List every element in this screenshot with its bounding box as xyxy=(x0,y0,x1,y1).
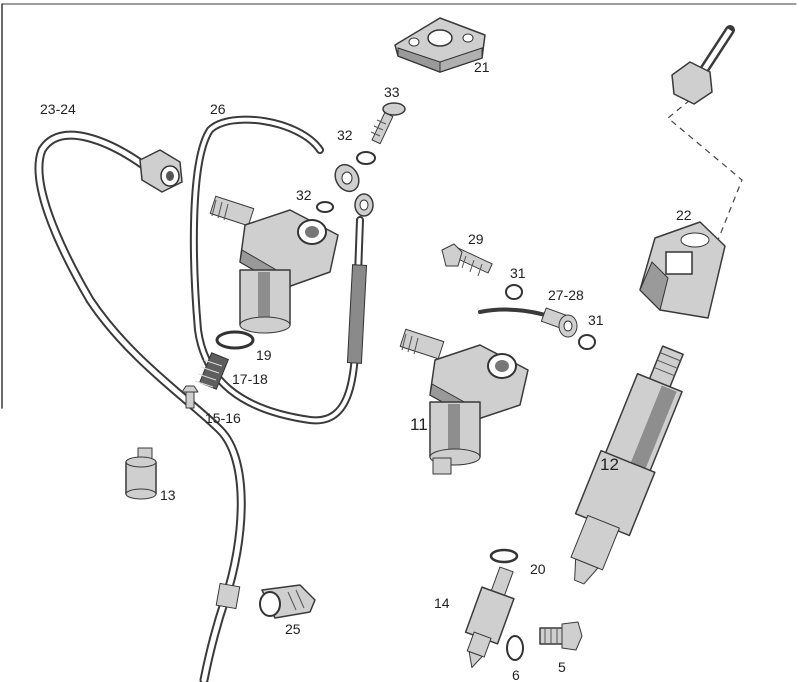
nozzle-holder-13 xyxy=(125,447,157,500)
banjo-27-28 xyxy=(540,307,578,338)
flange-21 xyxy=(394,17,486,73)
label-25: 25 xyxy=(285,621,301,637)
clamp-25 xyxy=(259,584,316,619)
label-19: 19 xyxy=(256,347,272,363)
washer-20 xyxy=(489,548,519,564)
washer-31-b xyxy=(578,334,596,350)
pump-element-upper xyxy=(209,195,339,334)
label-32-top: 32 xyxy=(337,127,353,143)
label-5: 5 xyxy=(558,659,566,675)
label-23-24: 23-24 xyxy=(40,101,76,117)
label-29: 29 xyxy=(468,231,484,247)
hollow-bolt-33 xyxy=(370,102,406,145)
injector-12 xyxy=(570,345,684,585)
banjo-fitting-top xyxy=(334,163,360,193)
label-11: 11 xyxy=(410,415,428,434)
pipe-sleeve xyxy=(215,582,241,610)
nozzle-14 xyxy=(464,566,515,669)
braided-hose xyxy=(346,264,368,364)
seal-ring-19 xyxy=(215,330,255,350)
label-27-28: 27-28 xyxy=(548,287,584,303)
label-17-18: 17-18 xyxy=(232,371,268,387)
washer-32-mid xyxy=(316,201,334,213)
washer-32-top xyxy=(356,151,376,165)
label-20: 20 xyxy=(530,561,546,577)
bolt-29 xyxy=(441,243,493,277)
label-33: 33 xyxy=(384,84,400,100)
washer-31-a xyxy=(505,284,523,300)
label-12: 12 xyxy=(600,455,619,474)
label-31-a: 31 xyxy=(510,265,526,281)
label-13: 13 xyxy=(160,487,176,503)
label-22: 22 xyxy=(676,207,692,223)
label-6: 6 xyxy=(512,667,520,682)
valve-15-16 xyxy=(181,385,199,409)
label-32-mid: 32 xyxy=(296,187,312,203)
plug-5 xyxy=(539,621,583,651)
label-15-16: 15-16 xyxy=(205,410,241,426)
banjo-fitting-lower xyxy=(354,193,374,217)
label-14: 14 xyxy=(434,595,450,611)
label-26: 26 xyxy=(210,101,226,117)
spring-17-18 xyxy=(194,352,229,390)
injection-pipe-23-24 xyxy=(34,130,246,682)
label-21: 21 xyxy=(474,59,490,75)
oring-6 xyxy=(506,635,524,661)
union-nut-top-right xyxy=(671,61,713,105)
pump-element-11 xyxy=(399,328,529,475)
union-nut-23-24 xyxy=(139,149,183,193)
label-31-b: 31 xyxy=(588,312,604,328)
sleeve-22 xyxy=(639,221,726,319)
dashed-leader xyxy=(667,99,743,241)
